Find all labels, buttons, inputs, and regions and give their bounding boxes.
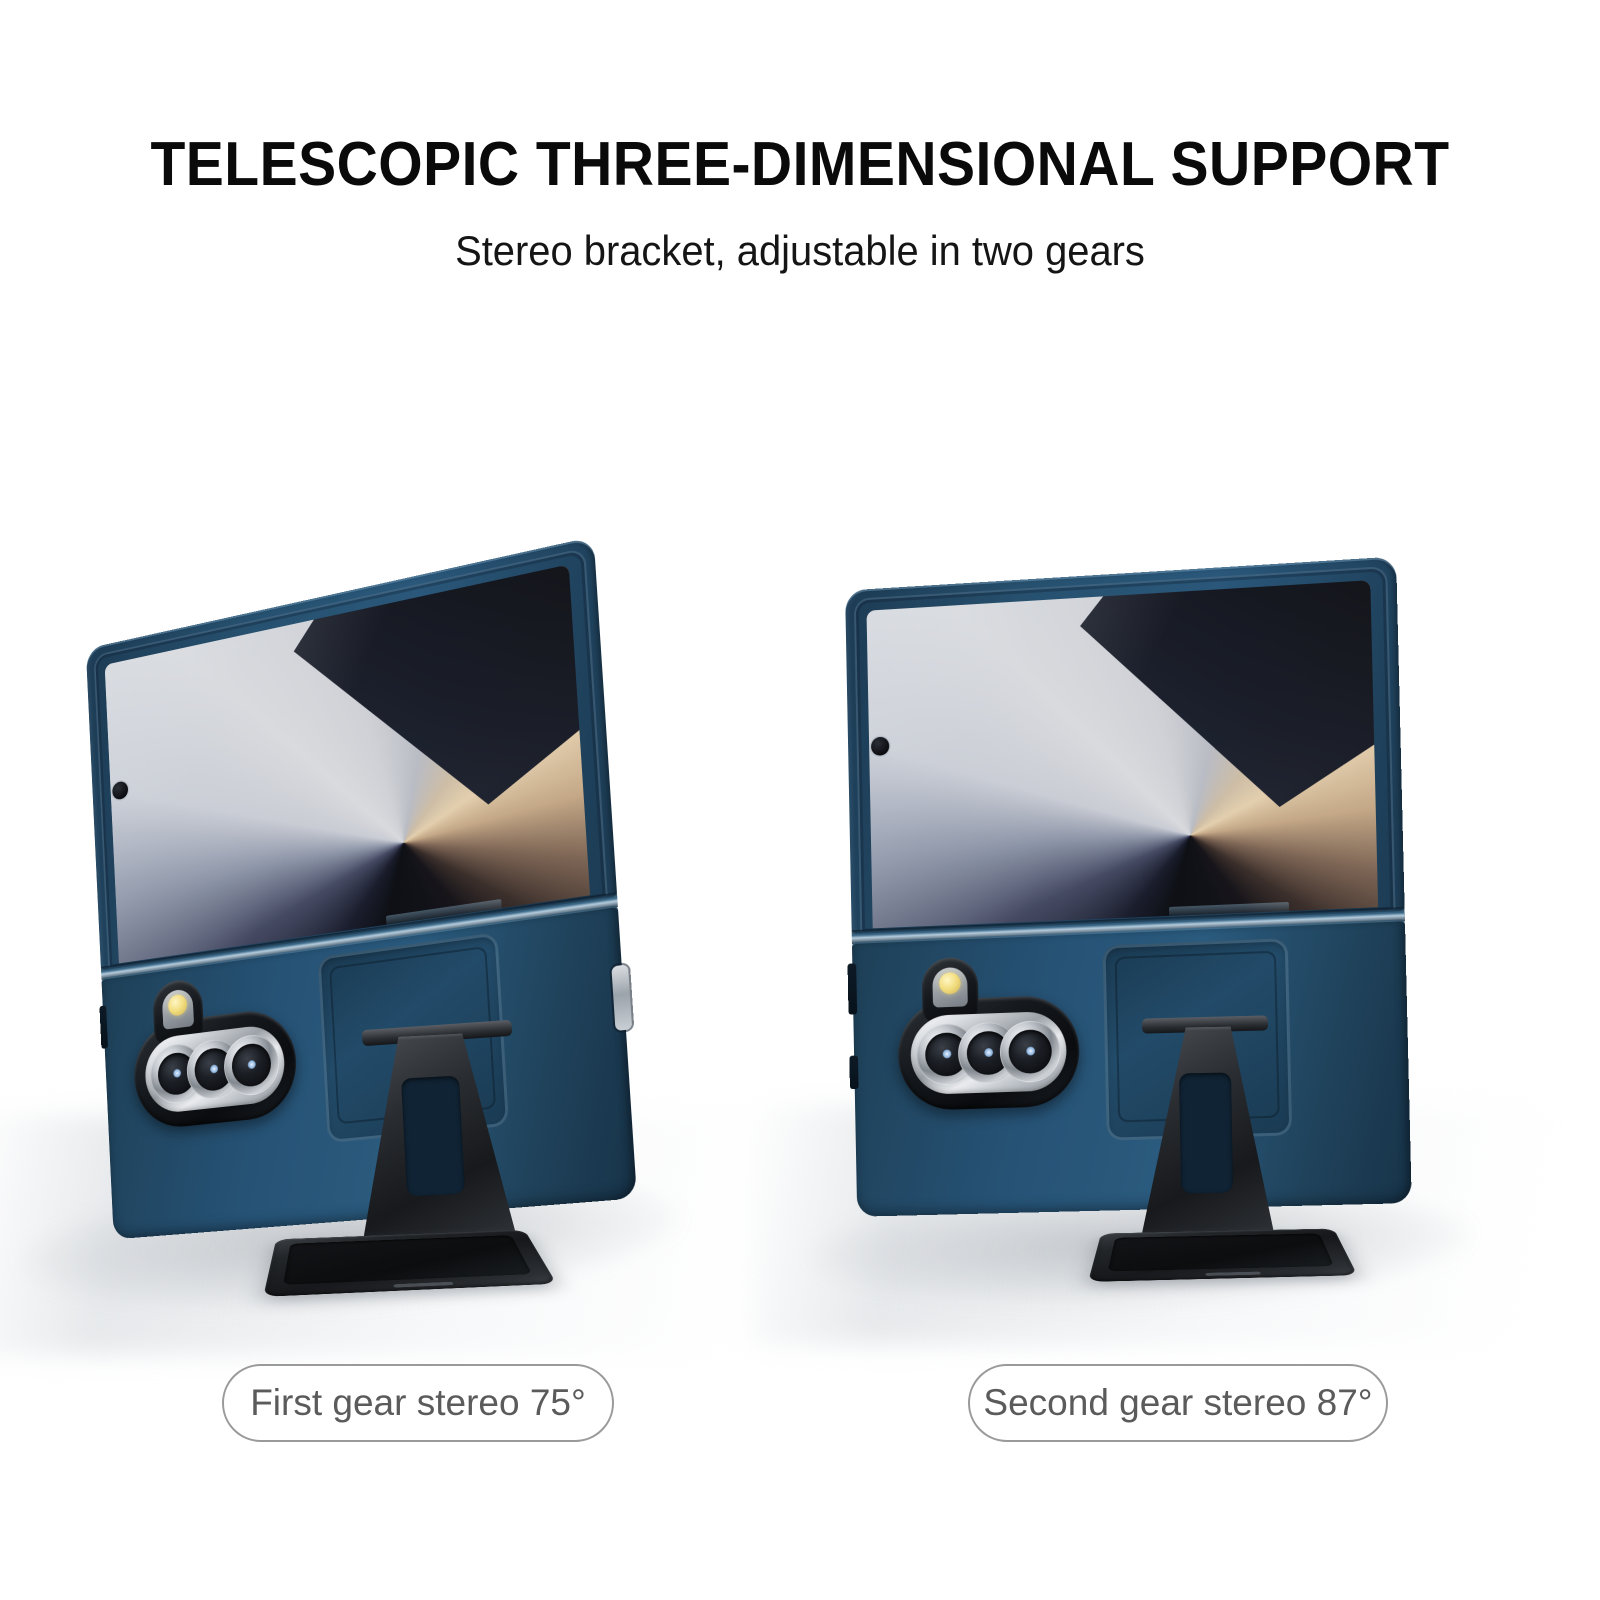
screen-panel	[845, 556, 1405, 934]
caption-pill-second-gear[interactable]: Second gear stereo 87°	[968, 1364, 1388, 1442]
kickstand-base-notch	[1205, 1272, 1261, 1276]
side-button	[849, 1056, 858, 1090]
kickstand-base-plate	[263, 1230, 556, 1297]
lens-glint	[1026, 1046, 1035, 1055]
flash-led-icon	[939, 972, 961, 994]
left-device	[10, 555, 770, 1375]
lens-glint	[210, 1064, 218, 1074]
lens-glint	[248, 1060, 256, 1070]
port-cutout	[611, 964, 632, 1031]
side-button	[848, 963, 858, 1014]
kickstand-base-plate	[1088, 1229, 1357, 1282]
flash-led-icon	[168, 994, 188, 1017]
back-panel	[852, 919, 1412, 1216]
flash-plate	[932, 967, 968, 1008]
lens-glint	[173, 1069, 181, 1078]
lens-glint	[984, 1048, 993, 1057]
phone-body	[86, 536, 637, 1239]
lens-glint	[943, 1049, 952, 1058]
kickstand-arm-cutout	[401, 1076, 465, 1197]
kickstand-base-inner	[1108, 1233, 1334, 1271]
display	[105, 564, 590, 963]
phone-body	[845, 556, 1412, 1216]
side-button	[99, 1005, 108, 1049]
display	[866, 580, 1378, 928]
kickstand-base-notch	[393, 1282, 454, 1288]
flash-plate	[162, 988, 195, 1030]
right-device	[790, 545, 1550, 1365]
kickstand-arm-cutout	[1179, 1073, 1233, 1194]
caption-pill-first-gear[interactable]: First gear stereo 75°	[222, 1364, 614, 1442]
caption-pill-second-gear-label: Second gear stereo 87°	[983, 1382, 1372, 1424]
camera-lens	[999, 1020, 1061, 1084]
camera-module	[132, 1005, 299, 1131]
camera-module	[897, 994, 1080, 1111]
flash-housing	[921, 957, 978, 1022]
kickstand-base-inner	[283, 1235, 532, 1285]
caption-pill-first-gear-label: First gear stereo 75°	[250, 1382, 586, 1424]
camera-plate	[910, 1011, 1067, 1095]
